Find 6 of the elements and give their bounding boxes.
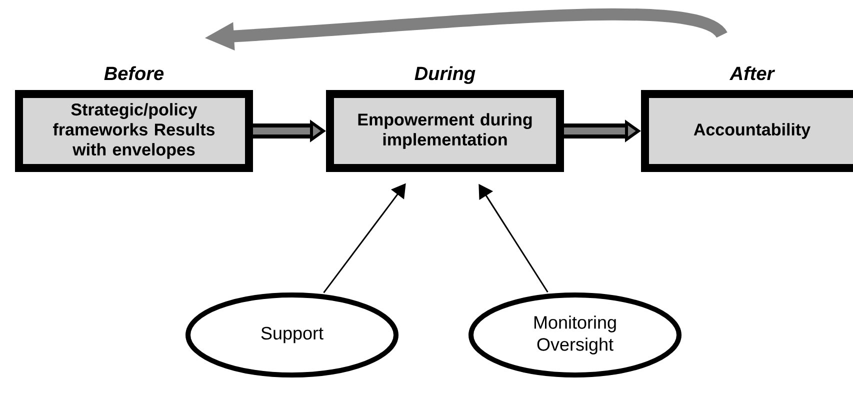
process-box: Empowerment during implementation [326, 90, 564, 172]
stage-heading: After [729, 66, 776, 80]
process-box: Strategic/policy frameworks Results with envelopes [15, 90, 253, 172]
stage-heading: Before [104, 66, 164, 80]
stage-heading: During [414, 66, 476, 84]
process-box: Accountability [641, 90, 853, 172]
